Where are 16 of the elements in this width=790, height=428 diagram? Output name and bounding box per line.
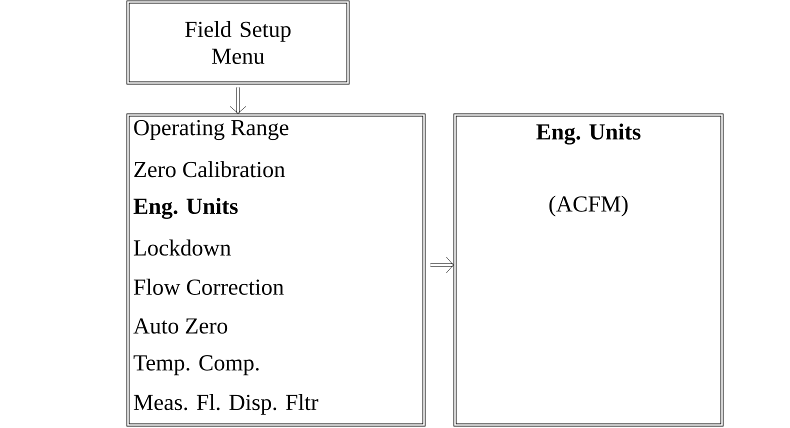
menu-item: Auto Zero xyxy=(133,318,228,334)
box-title: Field Setup Menu xyxy=(185,20,291,64)
unit-value: (ACFM) xyxy=(549,196,628,216)
menu-item: Flow Correction xyxy=(134,278,284,295)
menu-item: Temp. Comp. xyxy=(134,355,259,376)
menu-item: Operating Range xyxy=(134,120,288,140)
box-heading: Eng. Units xyxy=(536,124,640,144)
menu-box xyxy=(126,114,426,426)
arrow xyxy=(430,256,454,274)
menu-item: Eng. Units xyxy=(134,198,238,219)
menu-item: Zero Calibration xyxy=(134,161,285,178)
menu-item: Lockdown xyxy=(134,240,231,256)
arrow xyxy=(230,87,246,114)
menu-box xyxy=(454,114,724,426)
menu-item: Meas. Fl. Disp. Fltr xyxy=(134,394,318,415)
menu-box xyxy=(126,0,350,84)
